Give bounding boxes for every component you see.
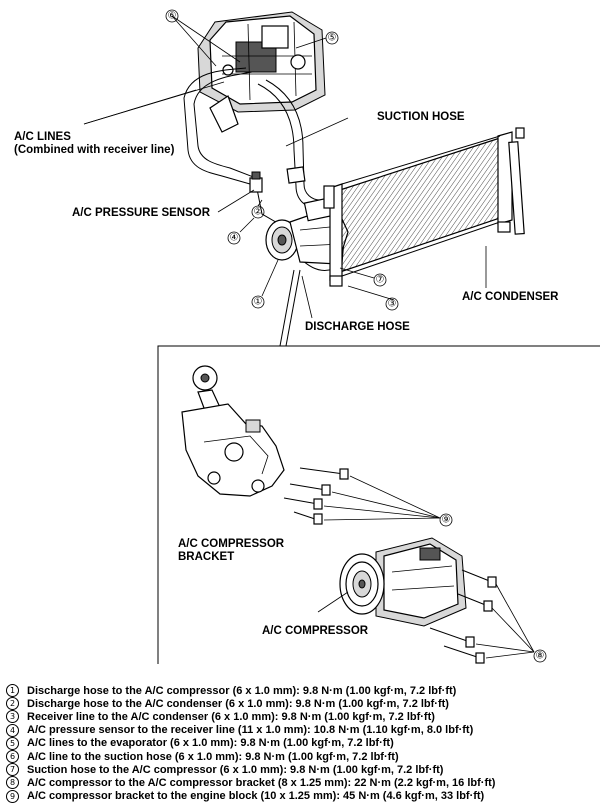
compressor-label: A/C COMPRESSOR [262,625,369,637]
pressure-sensor-label: A/C PRESSURE SENSOR [72,207,211,219]
legend-text: Receiver line to the A/C condenser (6 x … [27,710,435,723]
ac-lines-note: (Combined with receiver line) [14,144,175,156]
evaporator-unit [197,11,326,133]
suction-hose-label: SUCTION HOSE [377,111,465,123]
svg-text:④: ④ [230,233,239,244]
svg-text:⑥: ⑥ [168,11,177,22]
bracket-label-line1: A/C COMPRESSOR [178,538,285,550]
legend-number: 4 [6,723,19,737]
callout-4: ④ [227,231,241,245]
upper-leaders [83,15,487,319]
svg-text:①: ① [254,297,263,308]
compressor-bolts [429,569,497,664]
detail-frame [157,345,600,664]
compressor-bolt-leaders [475,583,535,659]
condenser [323,127,525,287]
compressor-bracket [181,365,285,497]
callout-6: ⑥ [165,9,179,23]
callout-7: ⑦ [373,273,387,287]
legend-item: 3 Receiver line to the A/C condenser (6 x… [6,710,596,724]
legend-text: A/C compressor bracket to the engine blo… [27,790,485,803]
legend-item: 7 Suction hose to the A/C compressor (6 x… [6,763,596,777]
legend-item: 2 Discharge hose to the A/C condenser (6 … [6,697,596,711]
callout-3: ③ [385,297,399,311]
legend-number: 9 [6,789,19,803]
compressor-detail [339,537,467,627]
legend-item: 1 Discharge hose to the A/C compressor (6… [6,684,596,698]
compressor-label-leader [317,591,349,613]
svg-text:⑤: ⑤ [328,33,337,44]
legend-item: 8 A/C compressor to the A/C compressor br… [6,776,596,790]
legend-text: A/C compressor to the A/C compressor bra… [27,776,496,789]
legend-item: 5 A/C lines to the evaporator (6 x 1.0 mm… [6,736,596,750]
torque-legend: 1 Discharge hose to the A/C compressor (6… [6,684,596,803]
svg-text:③: ③ [388,299,397,310]
callout-9: ⑨ [439,513,453,527]
svg-text:②: ② [254,207,263,218]
legend-number: 7 [6,763,19,777]
legend-text: A/C line to the suction hose (6 x 1.0 mm… [27,750,399,763]
condenser-label: A/C CONDENSER [462,291,559,303]
pressure-sensor [249,171,263,193]
legend-number: 2 [6,697,19,711]
ac-lines-label: A/C LINES [14,131,71,143]
svg-text:⑦: ⑦ [376,275,385,286]
legend-text: Discharge hose to the A/C compressor (6 … [27,684,457,697]
legend-number: 3 [6,710,19,724]
legend-item: 4 A/C pressure sensor to the receiver lin… [6,723,596,737]
callout-1: ① [251,295,265,309]
bracket-bolts [283,467,349,525]
callout-2: ② [251,205,265,219]
legend-number: 1 [6,684,19,698]
bracket-label-line2: BRACKET [178,551,234,563]
svg-text:⑧: ⑧ [536,651,545,662]
legend-text: Suction hose to the A/C compressor (6 x … [27,763,444,776]
legend-text: A/C lines to the evaporator (6 x 1.0 mm)… [27,737,394,750]
legend-item: 6 A/C line to the suction hose (6 x 1.0 m… [6,750,596,764]
detail-connector [279,269,301,347]
legend-item: 9 A/C compressor bracket to the engine bl… [6,789,596,803]
legend-text: A/C pressure sensor to the receiver line… [27,724,474,737]
legend-text: Discharge hose to the A/C condenser (6 x… [27,697,449,710]
bracket-bolt-leaders [323,475,441,521]
discharge-hose-label: DISCHARGE HOSE [305,321,410,333]
legend-number: 5 [6,736,19,750]
legend-number: 8 [6,776,19,790]
svg-text:⑨: ⑨ [442,515,451,526]
callout-8: ⑧ [533,649,547,663]
callout-5: ⑤ [325,31,339,45]
legend-number: 6 [6,750,19,764]
